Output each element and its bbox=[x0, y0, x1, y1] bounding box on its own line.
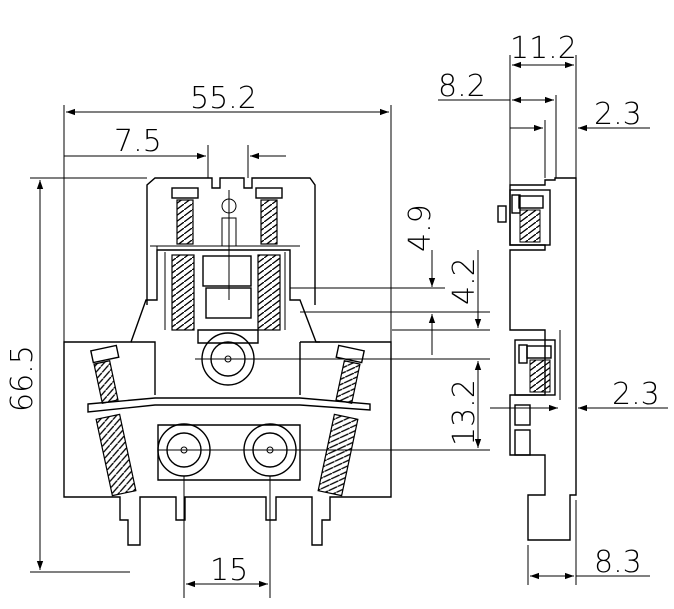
spring-mid-right bbox=[257, 254, 281, 331]
label-4-9: 4.9 bbox=[403, 204, 438, 252]
label-55-2: 55.2 bbox=[190, 81, 257, 116]
label-13-2: 13.2 bbox=[447, 379, 482, 446]
screw-head-right bbox=[335, 344, 366, 364]
label-2-3-mid: 2.3 bbox=[612, 377, 660, 412]
label-8-2: 8.2 bbox=[438, 69, 486, 104]
dim-side-top: 11.2 8.2 2.3 bbox=[438, 31, 650, 185]
spring-lower-right bbox=[317, 413, 359, 497]
label-2-3-top: 2.3 bbox=[594, 97, 642, 132]
label-11-2: 11.2 bbox=[510, 31, 577, 66]
spring-lower-left bbox=[95, 413, 137, 497]
dim-top-offset: 7.5 bbox=[64, 124, 286, 178]
housing-outline bbox=[63, 249, 392, 546]
dim-side-mid: 2.3 bbox=[490, 377, 668, 412]
contact-bar bbox=[87, 397, 371, 413]
dim-bottom-spacing: 15 bbox=[183, 476, 271, 598]
label-8-3: 8.3 bbox=[594, 545, 642, 580]
upper-housing bbox=[146, 177, 316, 305]
label-4-2: 4.2 bbox=[447, 257, 482, 305]
side-view bbox=[497, 177, 577, 541]
dim-overall-width: 55.2 bbox=[63, 81, 392, 342]
dim-vertical-right: 4.9 4.2 13.2 bbox=[290, 204, 490, 448]
screw-head-top-right bbox=[255, 187, 283, 199]
front-view bbox=[63, 177, 490, 546]
label-66-5: 66.5 bbox=[5, 345, 40, 412]
screw-head-top-left bbox=[171, 187, 199, 199]
dim-side-bottom: 8.3 bbox=[527, 500, 650, 585]
dim-height: 66.5 bbox=[5, 177, 147, 573]
label-15: 15 bbox=[210, 553, 248, 588]
label-7-5: 7.5 bbox=[114, 124, 162, 159]
spring-top-left bbox=[176, 199, 194, 245]
spring-top-right bbox=[260, 199, 278, 245]
screw-head-left bbox=[89, 344, 120, 364]
spring-mid-left bbox=[171, 254, 195, 331]
